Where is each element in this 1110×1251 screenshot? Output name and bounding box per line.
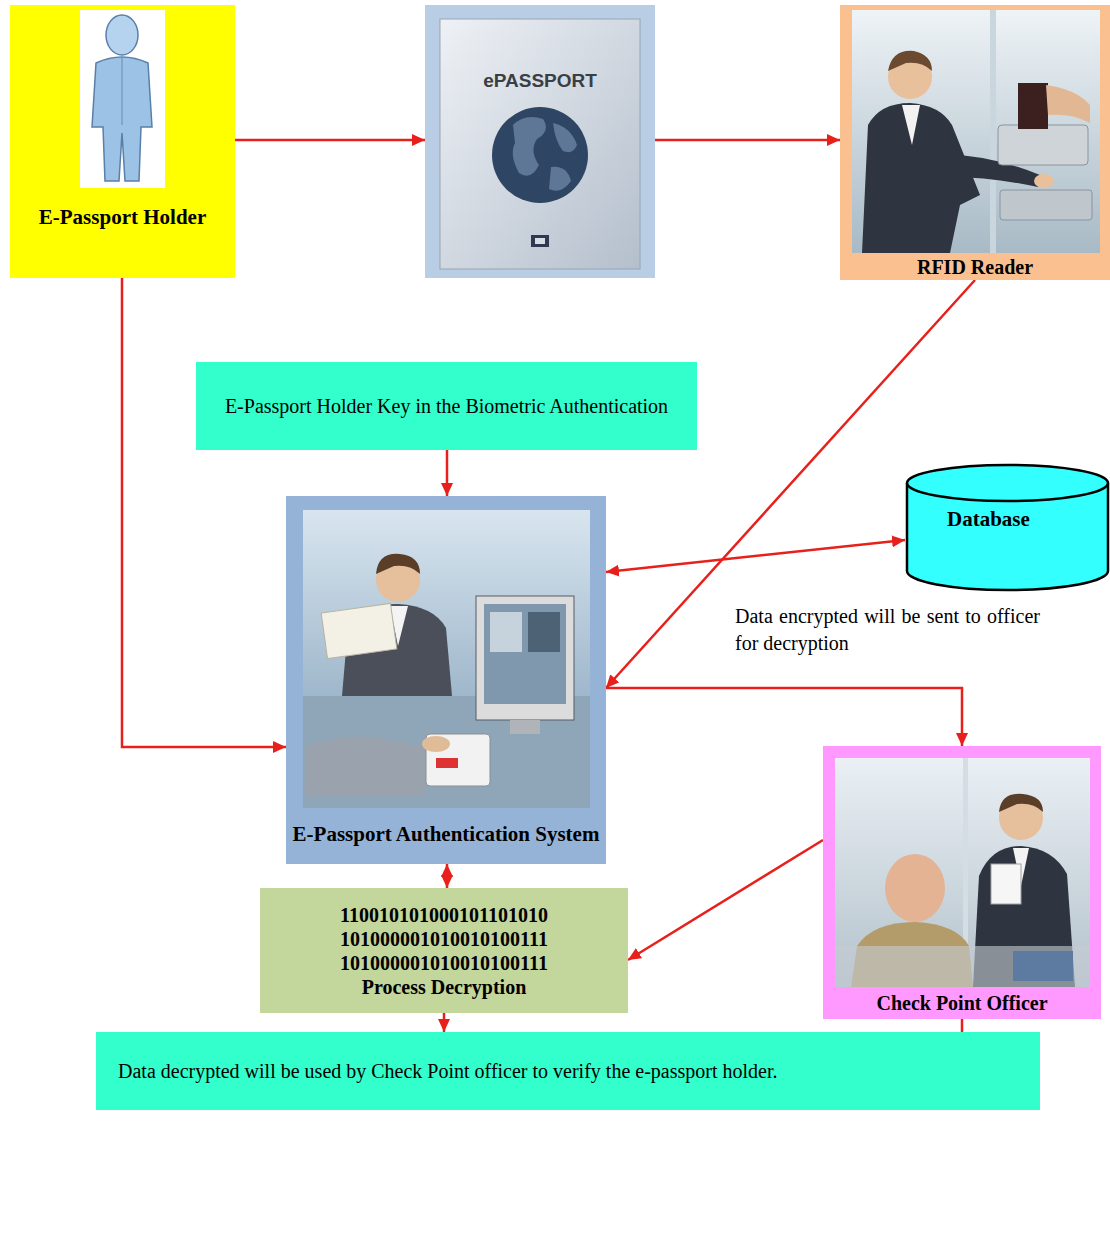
text-area: E-Passport Authentication System [286, 808, 606, 862]
flow-arrow [655, 139, 840, 142]
text-area: E-Passport Holder Key in the Biometric A… [208, 368, 685, 444]
flow-arrow [606, 688, 962, 746]
node-text: Process Decryption [266, 975, 622, 999]
flow-arrow [122, 278, 286, 747]
text-stack: ePASSPORT [440, 70, 640, 93]
node-text: RFID Reader [840, 255, 1110, 279]
holder-box: E-Passport Holder [10, 5, 235, 278]
node-text: ePASSPORT [440, 70, 640, 93]
rfid-reader-box: RFID Reader [840, 5, 1110, 280]
node-text: E-Passport Holder Key in the Biometric A… [208, 394, 685, 418]
checkpoint-officer-photo [823, 746, 1101, 1019]
flow-arrow [606, 540, 905, 572]
text-area: E-Passport Holder [10, 188, 235, 248]
passport-box: ePASSPORT [425, 5, 655, 278]
biometric-key-box: E-Passport Holder Key in the Biometric A… [196, 362, 697, 450]
flow-arrow [235, 139, 425, 142]
text-stack: E-Passport Holder Key in the Biometric A… [208, 394, 685, 418]
checkpoint-officer-box: Check Point Officer [823, 746, 1101, 1019]
authentication-system-photo [286, 496, 606, 864]
flow-arrow [446, 864, 449, 888]
flow-arrow [443, 1013, 446, 1032]
text-area: 1100101010001011010101010000010100101001… [266, 894, 622, 1007]
text-area: Database [947, 503, 1097, 537]
node-text: E-Passport Holder [10, 205, 235, 230]
rfid-reader-photo [840, 5, 1110, 280]
text-area: Check Point Officer [823, 989, 1101, 1017]
text-stack: E-Passport Authentication System [286, 822, 606, 847]
authentication-system-box: E-Passport Authentication System [286, 496, 606, 864]
node-text: 101000001010010100111 [266, 951, 622, 975]
text-area: Data decrypted will be used by Check Poi… [118, 1038, 808, 1104]
text-stack: Check Point Officer [823, 991, 1101, 1015]
verification-note-box: Data decrypted will be used by Check Poi… [96, 1032, 1040, 1110]
text-area: RFID Reader [840, 254, 1110, 280]
text-stack: Data decrypted will be used by Check Poi… [118, 1059, 808, 1083]
text-stack: Database [947, 507, 1097, 532]
passport-illustration [425, 5, 655, 278]
node-text: E-Passport Authentication System [286, 822, 606, 847]
note-text: Data encrypted will be sent to officer f… [735, 603, 1040, 657]
person-icon [10, 5, 235, 278]
text-stack: 1100101010001011010101010000010100101001… [266, 903, 622, 999]
decryption-box: 1100101010001011010101010000010100101001… [260, 888, 628, 1013]
node-text: Data decrypted will be used by Check Poi… [118, 1059, 808, 1083]
text-stack: E-Passport Holder [10, 205, 235, 230]
node-text: Check Point Officer [823, 991, 1101, 1015]
node-text: Database [947, 507, 1097, 532]
flow-arrow [446, 450, 449, 496]
text-area: ePASSPORT [440, 65, 640, 97]
flow-arrow [628, 840, 823, 960]
database-cylinder: Database [905, 463, 1110, 592]
text-stack: RFID Reader [840, 255, 1110, 279]
node-text: 110010101000101101010 [266, 903, 622, 927]
node-text: 101000001010010100111 [266, 927, 622, 951]
